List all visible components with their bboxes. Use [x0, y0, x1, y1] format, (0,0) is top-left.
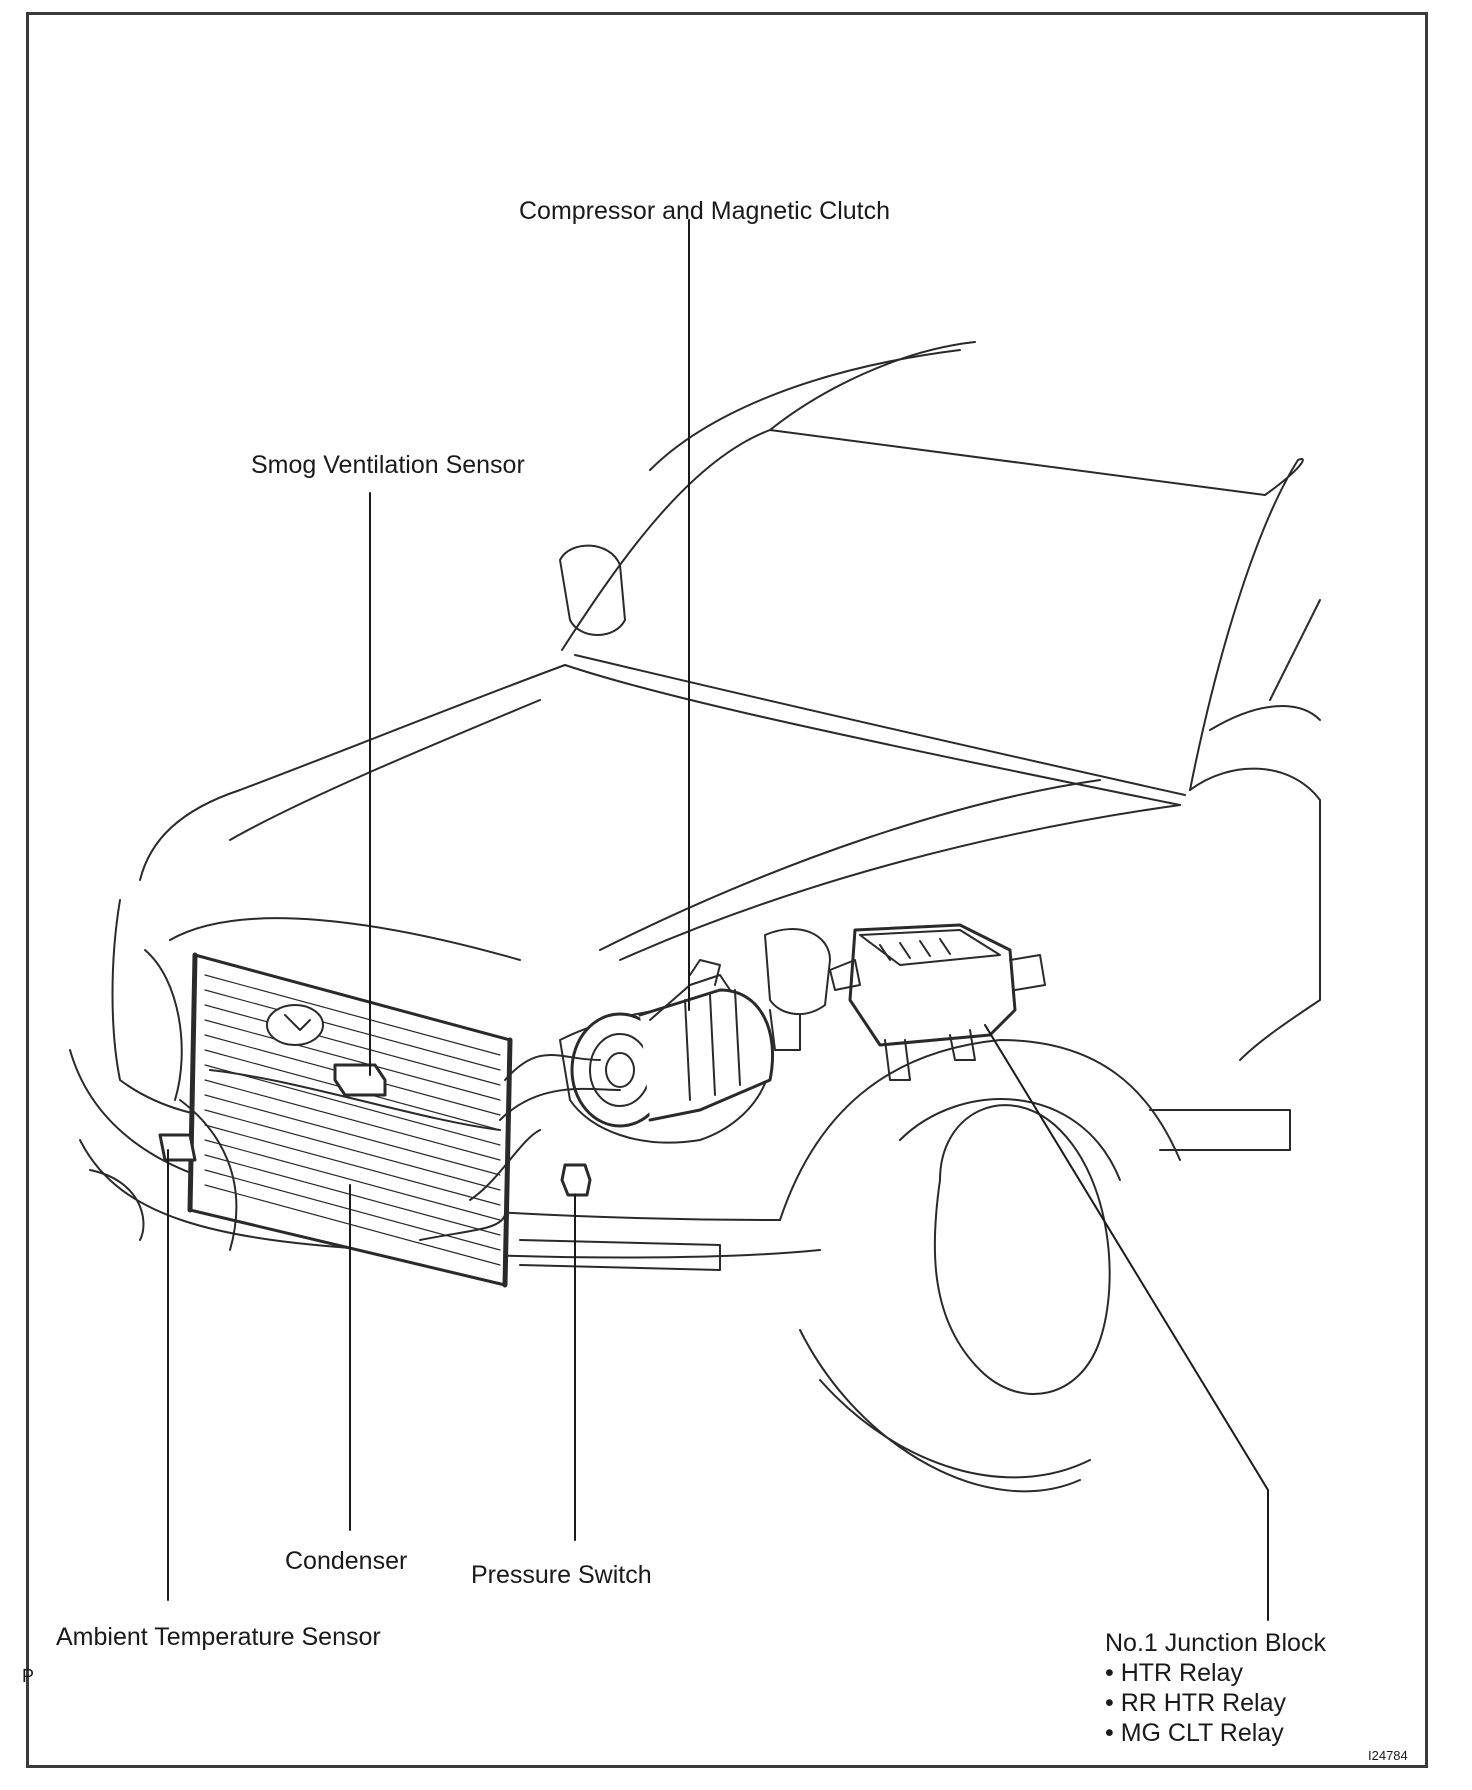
relay-item: RR HTR Relay	[1105, 1688, 1326, 1718]
condenser-assembly	[179, 952, 513, 1288]
grille-frame	[169, 917, 521, 961]
refrigerant-line	[504, 1054, 601, 1081]
diagram-frame	[26, 12, 1428, 1768]
door-outline	[1189, 767, 1321, 1061]
figure-reference: I24784	[1368, 1748, 1408, 1763]
pressure-switch	[560, 1163, 592, 1197]
relay-list: HTR Relay RR HTR Relay MG CLT Relay	[1105, 1658, 1326, 1748]
roof-edge	[769, 341, 976, 431]
windshield-outline	[561, 429, 1304, 791]
corner-mark: P	[22, 1666, 35, 1686]
hood-outline	[139, 664, 566, 881]
junction-block	[829, 923, 1046, 1081]
compressor-label: Compressor and Magnetic Clutch	[519, 197, 890, 225]
condenser-label: Condenser	[285, 1547, 408, 1575]
smog-sensor	[333, 1063, 387, 1097]
relay-item: HTR Relay	[1105, 1658, 1326, 1688]
relay-item: MG CLT Relay	[1105, 1718, 1326, 1748]
side-mirror	[559, 544, 626, 636]
compressor-assembly	[570, 959, 775, 1128]
junction-block-title: No.1 Junction Block	[1105, 1629, 1326, 1657]
leader-lines	[167, 219, 1269, 1621]
front-fender	[779, 1039, 1181, 1221]
ambient-sensor	[158, 1133, 197, 1162]
junction-block-callout: No.1 Junction Block HTR Relay RR HTR Rel…	[1105, 1628, 1326, 1748]
pressure-switch-label: Pressure Switch	[471, 1561, 652, 1589]
front-tire	[933, 1104, 1111, 1395]
washer-reservoir	[764, 928, 831, 1016]
leader-junction	[984, 1024, 1269, 1621]
ambient-sensor-label: Ambient Temperature Sensor	[56, 1623, 381, 1651]
smog-sensor-label: Smog Ventilation Sensor	[251, 451, 525, 479]
